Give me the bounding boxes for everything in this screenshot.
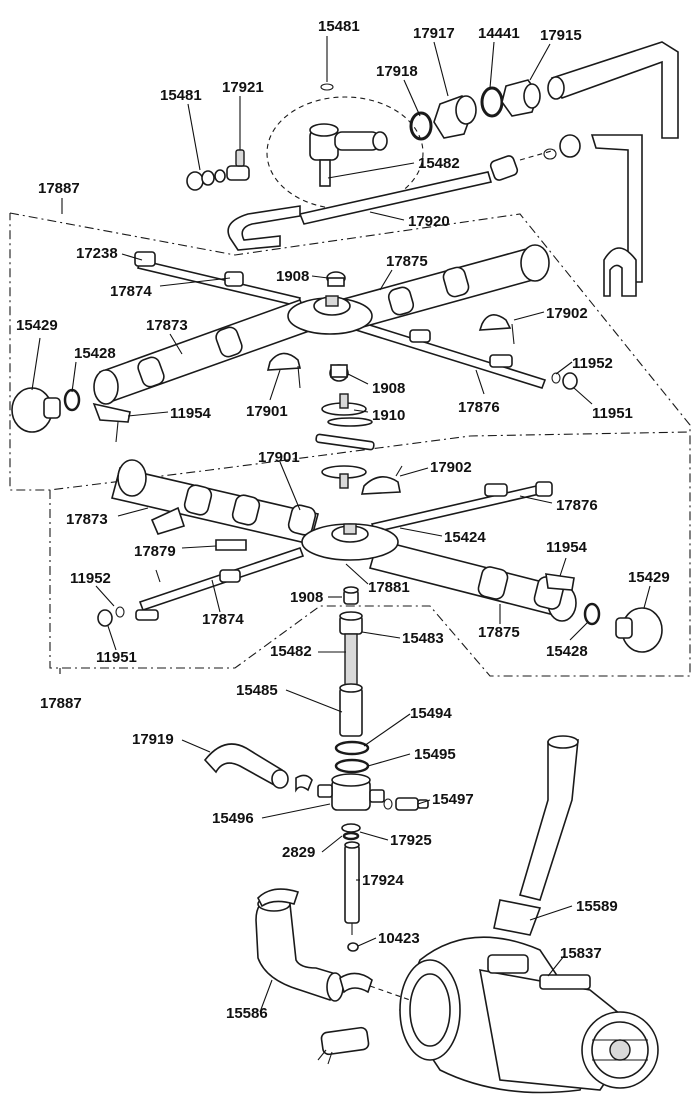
part-label-15482-mid: 15482 bbox=[270, 643, 312, 660]
drain-hose-17919 bbox=[203, 743, 313, 793]
bent-tube-right bbox=[543, 134, 643, 297]
part-label-17924: 17924 bbox=[362, 872, 404, 889]
part-label-15481-left: 15481 bbox=[160, 87, 202, 104]
lower-assembly-outline bbox=[49, 432, 691, 677]
part-label-15494: 15494 bbox=[410, 705, 452, 722]
part-label-15495: 15495 bbox=[414, 746, 456, 763]
pump-motor-15837 bbox=[399, 735, 659, 1094]
part-label-15485: 15485 bbox=[236, 682, 278, 699]
part-label-17925: 17925 bbox=[390, 832, 432, 849]
part-label-15497: 15497 bbox=[432, 791, 474, 808]
part-label-15586: 15586 bbox=[226, 1005, 268, 1022]
part-label-17876-b: 17876 bbox=[556, 497, 598, 514]
part-label-11951-b: 11951 bbox=[96, 649, 137, 666]
part-label-17919: 17919 bbox=[132, 731, 174, 748]
part-label-17875-b: 17875 bbox=[478, 624, 520, 641]
detail-callout-circle bbox=[266, 96, 424, 210]
part-label-17873-b: 17873 bbox=[66, 511, 108, 528]
inlet-fitting-stack bbox=[409, 79, 541, 141]
part-label-17915: 17915 bbox=[540, 27, 582, 44]
part-label-17873-a: 17873 bbox=[146, 317, 188, 334]
valve-cap-detail bbox=[309, 83, 388, 187]
part-label-1908-a: 1908 bbox=[276, 268, 309, 285]
part-label-17902-b: 17902 bbox=[430, 459, 472, 476]
part-number-labels: 15481 17917 14441 17915 15481 17921 1791… bbox=[16, 18, 670, 1022]
part-label-15589: 15589 bbox=[576, 898, 618, 915]
part-label-11951-a: 11951 bbox=[592, 405, 633, 422]
part-label-17887-bot: 17887 bbox=[40, 695, 82, 712]
part-label-11954-b: 11954 bbox=[546, 539, 588, 556]
part-label-17920: 17920 bbox=[408, 213, 450, 230]
connector-tube bbox=[227, 155, 519, 251]
part-label-17921: 17921 bbox=[222, 79, 264, 96]
part-label-17918: 17918 bbox=[376, 63, 418, 80]
upper-spray-arm-assembly bbox=[11, 244, 578, 443]
part-label-15429-b: 15429 bbox=[628, 569, 670, 586]
part-label-15424: 15424 bbox=[444, 529, 486, 546]
part-label-11954-a: 11954 bbox=[170, 405, 212, 422]
lower-spray-arm-assembly bbox=[97, 433, 663, 653]
part-label-17887-top: 17887 bbox=[38, 180, 80, 197]
part-label-11952-b: 11952 bbox=[70, 570, 111, 587]
hose-15586 bbox=[255, 888, 411, 1065]
nozzle-fitting-left bbox=[186, 149, 250, 191]
supply-pipe-upper-right bbox=[547, 41, 679, 139]
part-label-15837: 15837 bbox=[560, 945, 602, 962]
part-label-17902-a: 17902 bbox=[546, 305, 588, 322]
part-label-17901-a: 17901 bbox=[246, 403, 288, 420]
part-label-17901-b: 17901 bbox=[258, 449, 300, 466]
part-label-17875-a: 17875 bbox=[386, 253, 428, 270]
leader-lines bbox=[31, 36, 651, 1013]
part-label-17238: 17238 bbox=[76, 245, 118, 262]
part-label-17874-a: 17874 bbox=[110, 283, 152, 300]
center-shaft-stack bbox=[317, 586, 429, 952]
part-label-15482-top: 15482 bbox=[418, 155, 460, 172]
part-label-15429-a: 15429 bbox=[16, 317, 58, 334]
part-label-17876-a: 17876 bbox=[458, 399, 500, 416]
part-label-10423: 10423 bbox=[378, 930, 420, 947]
part-label-15428-b: 15428 bbox=[546, 643, 588, 660]
part-label-1908-c: 1908 bbox=[290, 589, 323, 606]
part-label-15483: 15483 bbox=[402, 630, 444, 647]
part-label-11952-a: 11952 bbox=[572, 355, 613, 372]
part-label-17874-b: 17874 bbox=[202, 611, 244, 628]
part-label-1908-b: 1908 bbox=[372, 380, 405, 397]
part-label-17879: 17879 bbox=[134, 543, 176, 560]
part-label-14441: 14441 bbox=[478, 25, 520, 42]
part-label-17881: 17881 bbox=[368, 579, 410, 596]
part-label-17917: 17917 bbox=[413, 25, 455, 42]
part-label-1910: 1910 bbox=[372, 407, 405, 424]
part-label-15496: 15496 bbox=[212, 810, 254, 827]
part-label-2829: 2829 bbox=[282, 844, 315, 861]
part-label-15481-top: 15481 bbox=[318, 18, 360, 35]
upper-assembly-outline bbox=[9, 212, 691, 491]
part-label-15428-a: 15428 bbox=[74, 345, 116, 362]
